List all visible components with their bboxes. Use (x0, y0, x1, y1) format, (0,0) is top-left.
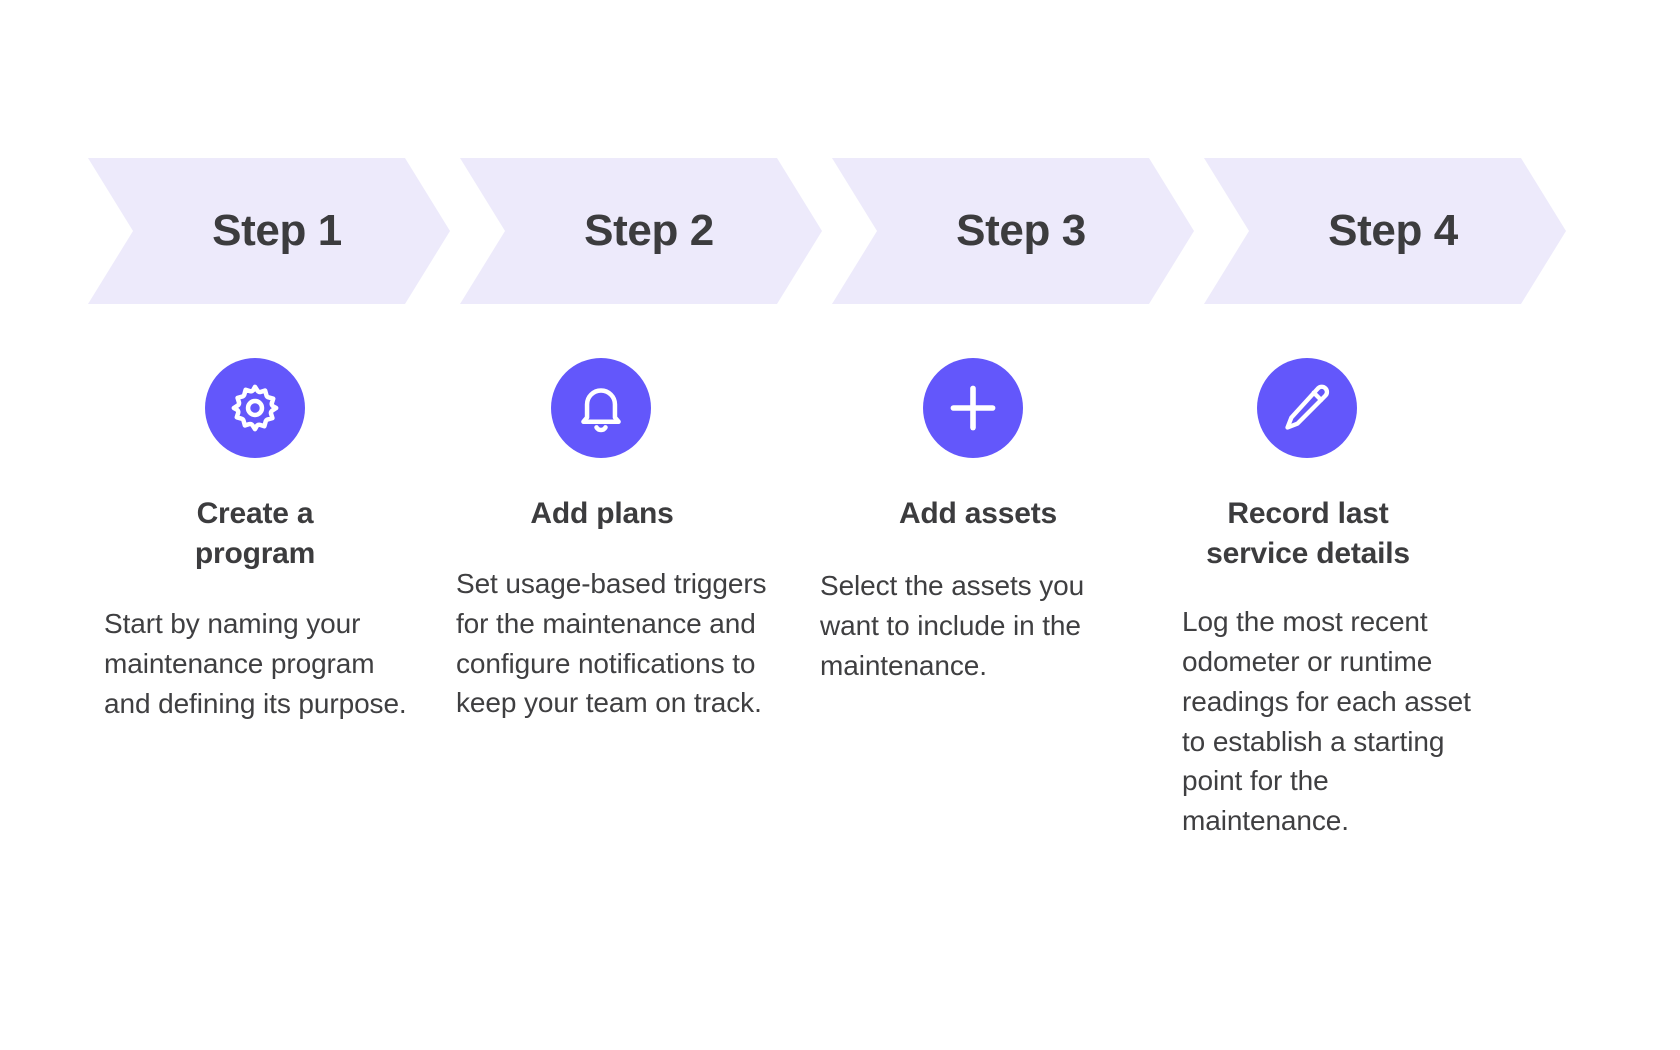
step-banner-label-3: Step 3 (956, 206, 1086, 255)
step-banner-label-2: Step 2 (584, 206, 714, 255)
step-heading-1: Create a program (194, 497, 316, 571)
step-banner-2: Step 2 (460, 158, 822, 304)
step-icon-badge-1 (205, 358, 305, 458)
step-body-1: Start by naming your maintenance program… (104, 608, 407, 719)
step-column-3: Add assets Select the assets you want to… (818, 358, 1170, 685)
step-heading-4: Record last service details (1206, 497, 1410, 571)
step-banner-3: Step 3 (832, 158, 1194, 304)
step-column-4: Record last service details Log the most… (1182, 358, 1534, 841)
step-banner-4: Step 4 (1204, 158, 1566, 304)
gear-icon (228, 381, 282, 435)
step-banner-label-4: Step 4 (1328, 206, 1458, 255)
step-body-2: Set usage-based triggers for the mainten… (456, 568, 767, 719)
step-column-1: Create a program Start by naming your ma… (104, 358, 456, 724)
bell-icon (574, 381, 628, 435)
step-banner-1: Step 1 (88, 158, 450, 304)
step-heading-2: Add plans (530, 497, 674, 530)
step-icon-badge-4 (1257, 358, 1357, 458)
step-content-row: Create a program Start by naming your ma… (0, 358, 1680, 878)
step-body-4: Log the most recent odometer or runtime … (1182, 606, 1471, 837)
step-heading-3: Add assets (898, 497, 1058, 530)
step-banner-row: Step 1 Step 2 Step 3 Step 4 (88, 158, 1592, 304)
step-body-3: Select the assets you want to include in… (820, 570, 1085, 681)
step-icon-badge-2 (551, 358, 651, 458)
step-icon-badge-3 (923, 358, 1023, 458)
step-column-2: Add plans Set usage-based triggers for t… (456, 358, 808, 723)
plus-icon (945, 380, 1001, 436)
pencil-icon (1281, 382, 1333, 434)
step-banner-label-1: Step 1 (212, 206, 342, 255)
